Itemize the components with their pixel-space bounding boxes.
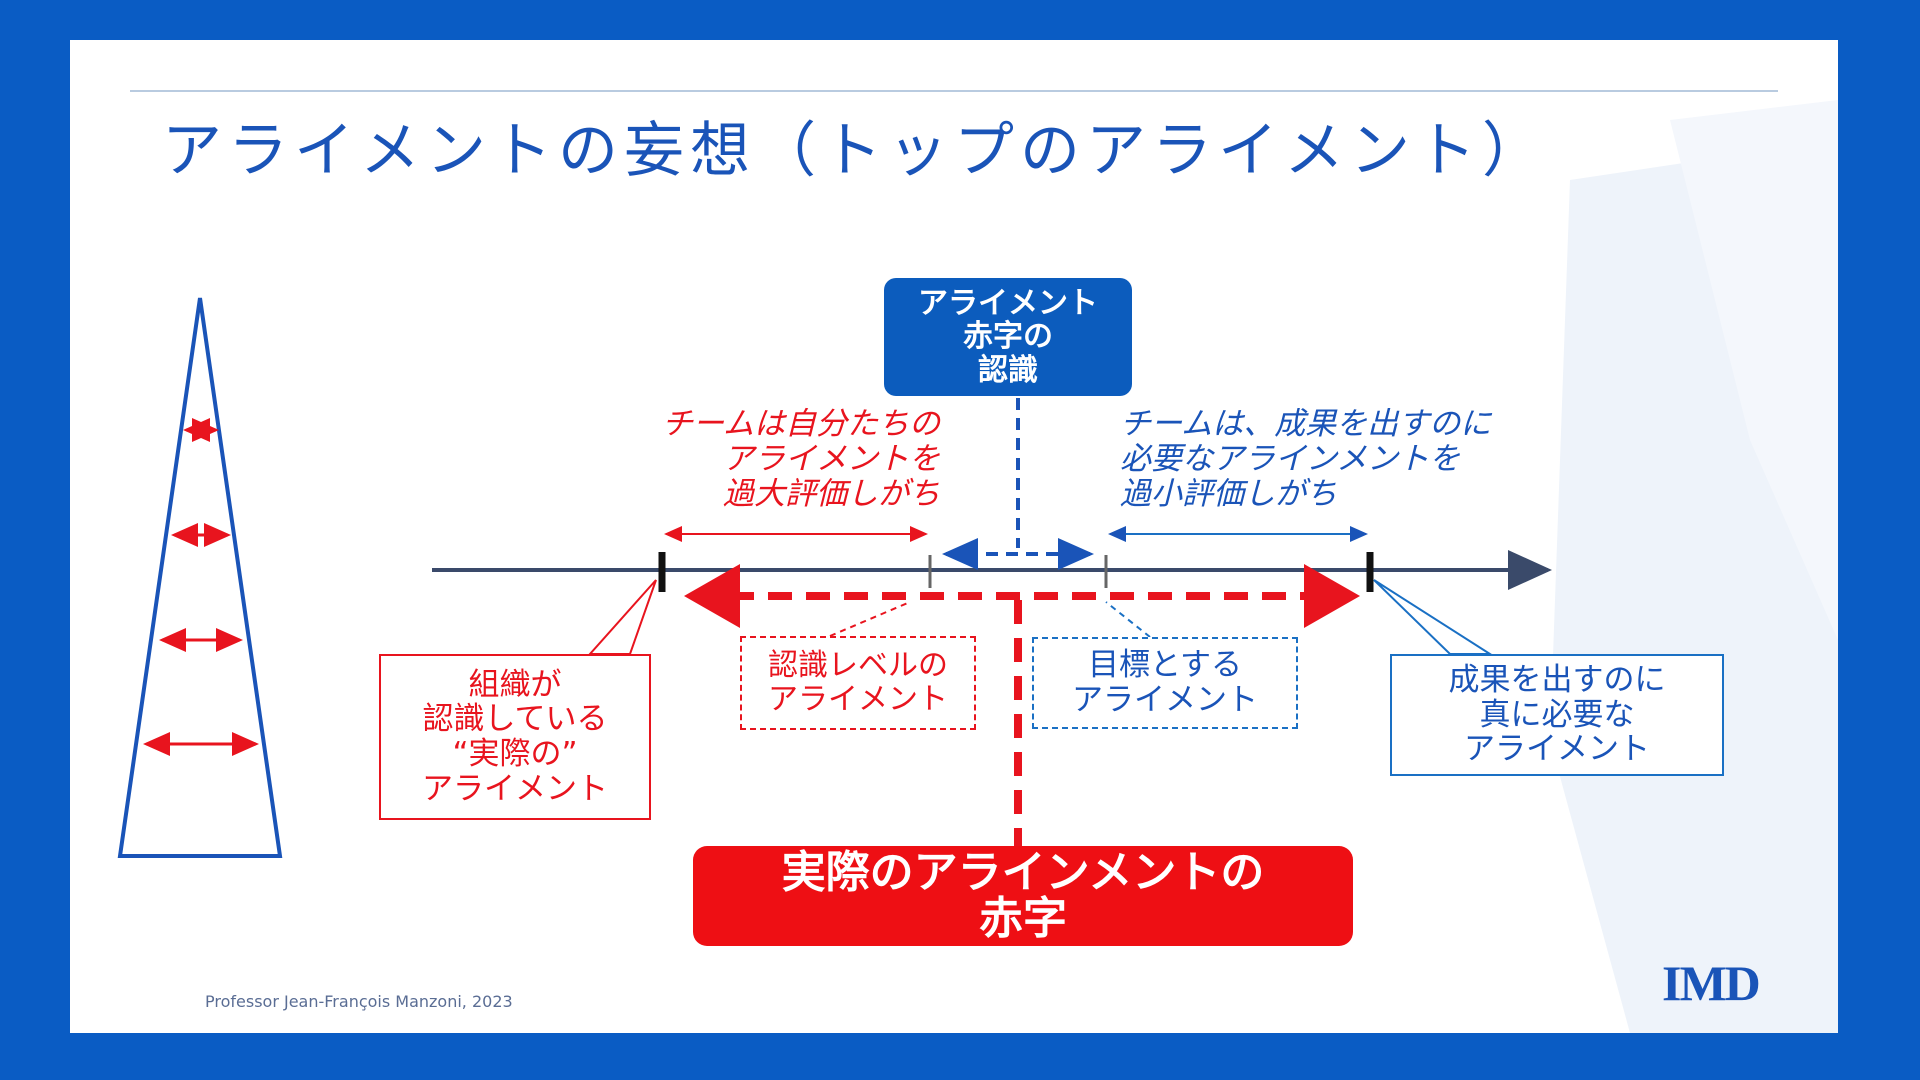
org-line-1: 組織が [468,666,562,703]
org-actual-alignment-box: 組織が 認識している “実際の” アライメント [379,654,651,820]
slide: アライメントの妄想（トップのアライメント） [70,40,1838,1033]
team-over-line-2: アライメントを [723,441,940,478]
org-callout-pointer [587,579,657,655]
target-pointer [1105,601,1151,638]
perceived-alignment-box: 認識レベルの アライメント [740,636,976,730]
team-underestimate-note: チームは、成果を出すのに 必要なアラインメントを 過小評価しがち [1120,406,1580,513]
target-alignment-box: 目標とする アライメント [1032,637,1298,729]
perceived-pointer [829,601,911,637]
recognition-deficit-box: アライメント 赤字の 認識 [884,278,1132,396]
recognition-line-2: 赤字の [963,319,1053,355]
team-overestimate-note: チームは自分たちの アライメントを 過大評価しがち [570,406,940,513]
page-title: アライメントの妄想（トップのアライメント） [162,116,1548,186]
needed-line-3: アライメント [1464,731,1650,768]
title-rule [130,90,1778,92]
org-line-4: アライメント [422,770,608,807]
org-line-3: “実際の” [452,736,578,772]
team-under-line-1: チームは、成果を出すのに [1120,406,1492,442]
recognition-line-1: アライメント [918,285,1098,321]
recognition-line-3: 認識 [978,352,1038,388]
needed-line-1: 成果を出すのに [1448,661,1666,698]
needed-line-2: 真に必要な [1479,696,1635,733]
needed-alignment-box: 成果を出すのに 真に必要な アライメント [1390,654,1724,776]
actual-deficit-box: 実際のアラインメントの 赤字 [693,846,1353,946]
background-decoration [1550,100,1838,1033]
pyramid-icon [117,297,283,858]
deficit-line-1: 実際のアラインメントの [781,846,1265,898]
target-line-2: アライメント [1072,682,1258,718]
footer-credit: Professor Jean-François Manzoni, 2023 [205,992,513,1011]
team-over-line-1: チームは自分たちの [661,406,940,442]
imd-logo: IMD [1662,955,1761,1011]
team-under-line-3: 過小評価しがち [1120,476,1337,513]
org-line-2: 認識している [422,701,608,738]
target-line-1: 目標とする [1087,647,1243,684]
team-under-line-2: 必要なアラインメントを [1120,441,1461,478]
deficit-line-2: 赤字 [979,893,1067,944]
perceived-line-2: アライメント [768,682,948,717]
perceived-line-1: 認識レベルの [768,648,948,684]
team-over-line-3: 過大評価しがち [723,476,940,513]
needed-callout-pointer [1373,579,1494,655]
